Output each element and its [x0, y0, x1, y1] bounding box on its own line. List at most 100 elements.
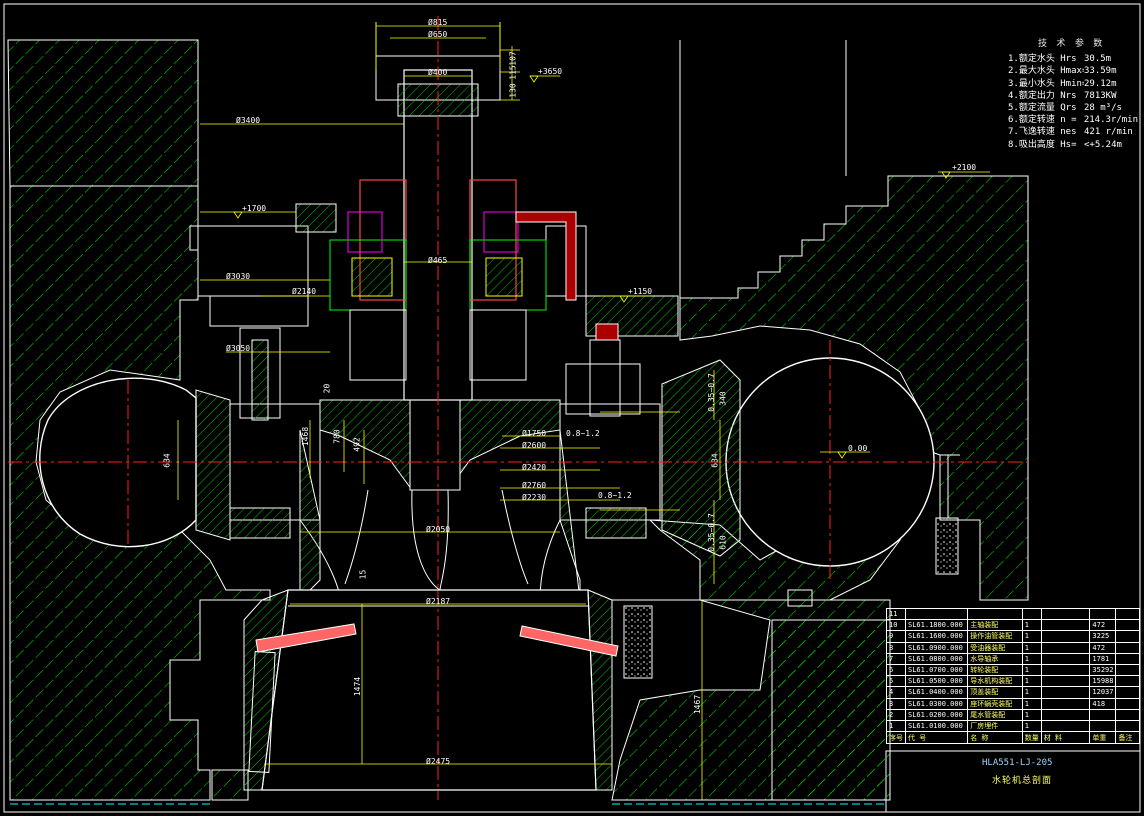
dim-v130: 130	[508, 83, 518, 98]
bom-material	[1040, 619, 1091, 632]
param-key: 3.最小水头 Hmin=	[1008, 78, 1084, 89]
bom-code: SL61.0400.000	[904, 686, 969, 699]
param-key: 5.额定流量 Qrs	[1008, 103, 1077, 114]
bom-material	[1040, 607, 1091, 621]
bom-weight: 472	[1089, 619, 1117, 632]
bom-note	[1115, 663, 1140, 677]
dim-d3050: Ø3050	[226, 344, 251, 353]
bom-code: SL61.0700.000	[904, 663, 969, 677]
bom-note	[1115, 675, 1140, 688]
dim-gap-bottom: 0.8~1.2	[598, 491, 632, 500]
dim-h20: 20	[322, 383, 332, 394]
bom-qty: 1	[1021, 697, 1042, 710]
bom-no: 7	[886, 652, 906, 665]
bom-weight	[1089, 708, 1117, 721]
bom-note	[1115, 719, 1140, 733]
param-row: 3.最小水头 Hmin=29.12m	[1008, 78, 1138, 90]
bom-code: SL61.0800.000	[904, 652, 969, 665]
dim-d2050: Ø2050	[426, 525, 451, 534]
bom-header-cell: 序号	[886, 731, 906, 745]
bom-header-cell: 材 料	[1040, 731, 1091, 745]
dim-d3400: Ø3400	[236, 116, 261, 125]
param-value: <+5.24m	[1084, 139, 1122, 150]
dim-h1467: 1467	[693, 694, 703, 715]
bom-code: SL61.0300.000	[904, 697, 969, 710]
bom-header-cell: 单重	[1089, 731, 1117, 745]
bom-weight: 3225	[1089, 630, 1117, 643]
param-key: 2.最大水头 Hmax=	[1008, 66, 1084, 77]
elev-3650: +3650	[538, 67, 563, 76]
dim-v107: 107	[508, 51, 518, 66]
dim-d2187: Ø2187	[426, 597, 451, 606]
param-key: 4.额定出力 Nrs	[1008, 90, 1077, 101]
dim-h340: 340	[718, 391, 728, 406]
bom-name: 水导轴承	[967, 652, 1023, 665]
concrete-right	[611, 175, 1029, 801]
bom-code: SL61.0100.000	[904, 719, 969, 733]
bom-no: 2	[886, 708, 906, 721]
dim-d650: Ø650	[428, 30, 448, 39]
draft-tube	[243, 589, 613, 791]
dim-clearance-top: 0.35~0.7	[706, 373, 716, 412]
bom-header-row: 序号代 号名 称数量材 料单重备注	[886, 731, 1140, 745]
guide-bearing	[295, 179, 577, 381]
dim-gap-top: 0.8~1.2	[566, 429, 600, 438]
bom-no: 8	[886, 641, 906, 654]
bom-note	[1115, 607, 1140, 621]
bom-code: SL61.1800.000	[904, 619, 969, 632]
bom-no: 6	[886, 663, 906, 677]
bom-note	[1115, 630, 1140, 643]
bom-name: 受油器装配	[967, 641, 1023, 654]
dim-d400: Ø400	[428, 68, 448, 77]
dim-d465: Ø465	[428, 256, 448, 265]
dim-clearance-bottom: 0.35~0.7	[706, 513, 716, 552]
bom-note	[1115, 708, 1140, 721]
param-value: 29.12m	[1084, 78, 1117, 89]
bom-material	[1040, 630, 1091, 643]
dim-d815: Ø815	[428, 18, 448, 27]
param-row: 5.额定流量 Qrs 28 m³/s	[1008, 102, 1138, 114]
param-key: 1.额定水头 Hrs	[1008, 54, 1077, 65]
bom-qty: 1	[1021, 708, 1042, 721]
dim-h610: 610	[718, 535, 728, 550]
dim-d2140: Ø2140	[292, 287, 317, 296]
elev-1150: +1150	[628, 287, 653, 296]
bom-note	[1115, 686, 1140, 699]
bom-material	[1040, 652, 1091, 665]
dim-d2420: Ø2420	[522, 463, 547, 472]
bom-weight	[1089, 607, 1117, 621]
dim-h634-right: 634	[710, 453, 720, 468]
bom-code: SL61.1600.000	[904, 630, 969, 643]
bom-name: 主轴装配	[967, 619, 1023, 632]
bom-name: 导水机构装配	[967, 675, 1023, 688]
bom-code: SL61.0500.000	[904, 675, 969, 688]
param-value: 421 r/min	[1084, 127, 1133, 138]
bom-weight: 472	[1089, 641, 1117, 654]
param-row: 2.最大水头 Hmax=33.59m	[1008, 65, 1138, 77]
bom-header-cell: 数量	[1021, 731, 1042, 745]
bom-row: 11	[886, 607, 1140, 621]
param-value: 28 m³/s	[1084, 103, 1122, 114]
param-row: 4.额定出力 Nrs 7813KW	[1008, 90, 1138, 102]
bom-material	[1040, 641, 1091, 654]
param-value: 33.59m	[1084, 66, 1117, 77]
param-value: 7813KW	[1084, 90, 1117, 101]
dim-h1474: 1474	[353, 676, 363, 697]
bom-header-cell: 名 称	[967, 731, 1023, 745]
dim-h634-left: 634	[162, 453, 172, 468]
bom-material	[1040, 686, 1091, 699]
bom-name: 转轮装配	[967, 663, 1023, 677]
bom-qty: 1	[1021, 652, 1042, 665]
servomotor	[239, 323, 641, 421]
bom-qty: 1	[1021, 719, 1042, 733]
bom-material	[1040, 719, 1091, 733]
dim-v115: 115	[508, 65, 518, 80]
param-row: 6.额定转速 n =214.3r/min	[1008, 114, 1138, 126]
